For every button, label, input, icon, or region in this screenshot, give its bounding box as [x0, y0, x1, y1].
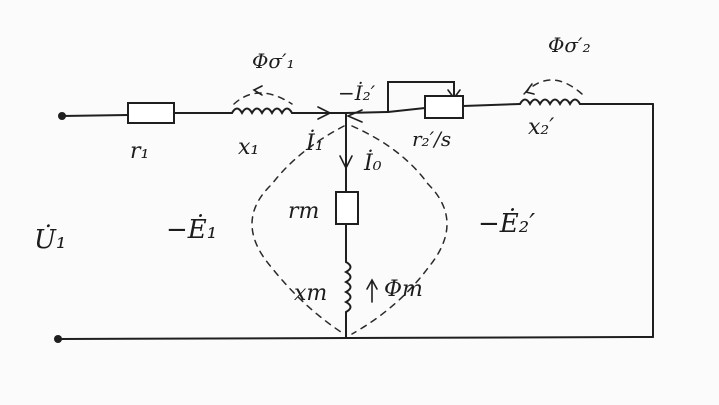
- wire-r2s-left: [387, 107, 426, 113]
- flux-loop-s1: [233, 92, 293, 105]
- label-x1: x₁: [238, 135, 259, 160]
- top-wire-node-right: [345, 111, 389, 114]
- current-arrow-i2: [345, 109, 363, 123]
- label-xm: xm: [294, 281, 327, 306]
- label-phi-s2: Φσ′₂: [548, 33, 591, 57]
- bypass-loop: [387, 81, 455, 113]
- flux-arrowhead-s2: [524, 83, 535, 95]
- label-r1: r₁: [130, 139, 149, 164]
- resistor-r1: [127, 102, 175, 124]
- label-i0: İ₀: [363, 149, 382, 176]
- label-i1: İ₁: [305, 129, 324, 156]
- current-arrow-i1: [317, 106, 332, 120]
- label-rm: rm: [288, 199, 319, 224]
- bottom-wire: [57, 336, 654, 340]
- flux-arrowhead-s1: [252, 85, 263, 96]
- top-wire-r2s-x2: [462, 103, 521, 107]
- inductor-x2: [519, 98, 581, 107]
- flux-arrow-m: [366, 278, 378, 303]
- label-e1: −Ė₁: [166, 214, 217, 245]
- inductor-xm: [343, 261, 352, 313]
- label-phi-m: Φm: [384, 277, 423, 302]
- label-u1: U̇₁: [34, 224, 66, 255]
- label-r2-s: r₂′/s: [412, 127, 451, 151]
- label-x2: x₂′: [528, 115, 554, 140]
- current-arrow-i0: [339, 155, 353, 170]
- label-i2: −İ₂′: [338, 81, 376, 105]
- flux-loop-s2: [523, 79, 583, 95]
- label-e2: −Ė₂′: [478, 208, 535, 239]
- top-wire-left: [61, 114, 129, 117]
- label-phi-s1: Φσ′₁: [252, 49, 295, 73]
- emf-loop-e1: [251, 125, 345, 335]
- inductor-x1: [231, 107, 293, 116]
- resistor-rm: [335, 191, 359, 225]
- emf-loop-e2: [351, 125, 448, 335]
- resistor-r2-s: [424, 95, 464, 119]
